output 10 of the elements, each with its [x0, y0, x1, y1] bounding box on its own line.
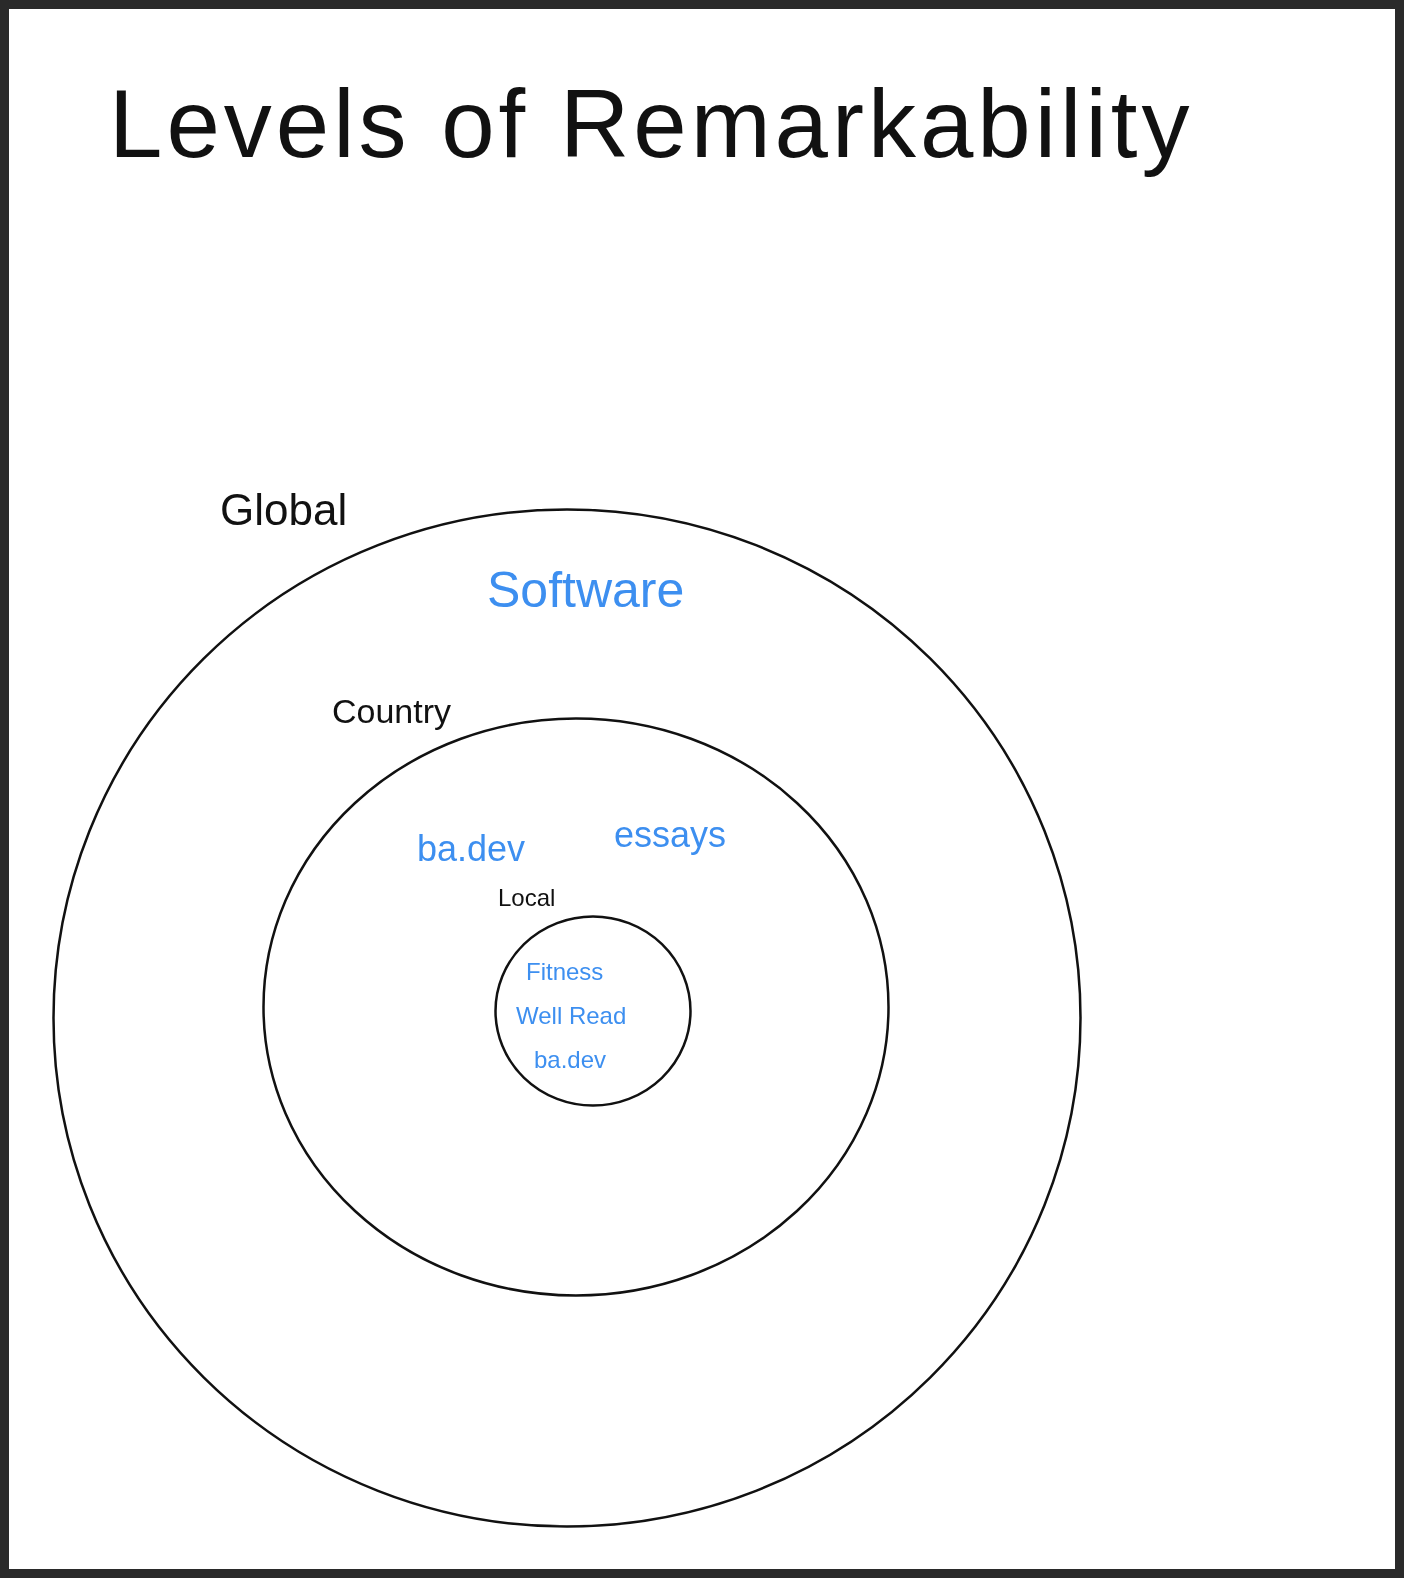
- item-label: Software: [487, 563, 685, 618]
- item-label: essays: [614, 815, 727, 855]
- level-heading: Local: [498, 885, 556, 912]
- level-heading: Global: [220, 486, 348, 535]
- item-label: Well Read: [516, 1003, 627, 1030]
- item-label: ba.dev: [534, 1047, 607, 1074]
- level-heading: Country: [332, 693, 452, 731]
- title: Levels of Remarkability: [109, 69, 1194, 179]
- item-label: ba.dev: [417, 829, 526, 869]
- item-label: Fitness: [526, 959, 604, 986]
